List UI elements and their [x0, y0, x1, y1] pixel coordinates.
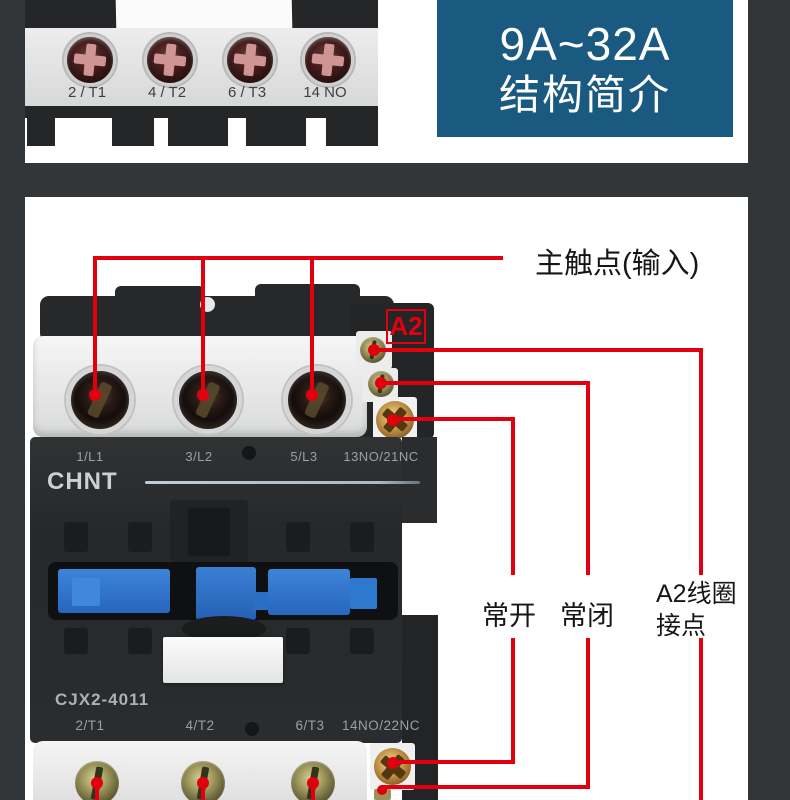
label-normally-open: 常开: [482, 601, 536, 631]
screw-4t2: [144, 34, 196, 86]
top-photo-tab: [112, 118, 154, 146]
annotation-dot: [197, 389, 209, 401]
body-slot: [128, 628, 152, 654]
screw-3l2: [174, 366, 242, 434]
actuator-blue-left-tab: [72, 578, 100, 606]
model-number: CJX2-4011: [55, 690, 150, 709]
body-slot: [128, 522, 152, 552]
top-photo-tab: [27, 118, 55, 146]
body-screw-top: [242, 446, 256, 460]
annotation-line-nc: [586, 381, 590, 575]
annotation-line-output: [201, 783, 205, 800]
annotation-line-main-contacts: [93, 256, 97, 395]
badge-title: 结构简介: [499, 71, 671, 118]
terminal-label: 4/T2: [185, 718, 215, 733]
terminal-label: 6/T3: [295, 718, 325, 733]
annotation-dot: [368, 344, 380, 356]
brand-underline: [145, 481, 420, 484]
actuator-blue-center: [196, 567, 256, 620]
body-center-slot: [188, 508, 230, 556]
annotation-line-output: [95, 783, 99, 800]
body-slot: [286, 628, 310, 654]
screw-14no: [302, 34, 354, 86]
label-a2-box: A2: [386, 309, 426, 344]
annotation-dot: [89, 389, 101, 401]
label-normally-closed: 常闭: [560, 601, 614, 631]
annotation-line-output: [311, 783, 315, 800]
screw-1l1: [66, 366, 134, 434]
top-photo-tab: [168, 118, 228, 146]
annotation-line-nc: [381, 785, 590, 789]
label-coil-line1: A2线圈: [656, 580, 737, 608]
terminal-label: 5/L3: [290, 449, 318, 464]
annotation-line-main-contacts: [310, 256, 314, 395]
terminal-label: 14 NO: [303, 84, 347, 101]
top-photo-tab: [326, 118, 378, 146]
label-main-contacts: 主触点(输入): [535, 248, 700, 280]
annotation-line-coil: [699, 348, 703, 575]
annotation-dot: [306, 389, 318, 401]
terminal-label: 1/L1: [76, 449, 104, 464]
badge-amp-range: 9A~32A: [499, 17, 671, 70]
terminal-label: 13NO/21NC: [343, 449, 419, 464]
screw-5l3: [283, 366, 351, 434]
header-badge: 9A~32A 结构简介: [437, 0, 733, 137]
annotation-dot: [197, 777, 209, 789]
contactor-top-hump: [255, 284, 360, 314]
screw-6t3: [224, 34, 276, 86]
annotation-line-no: [393, 417, 515, 421]
annotation-line-coil: [374, 348, 703, 352]
contactor-body-right-upper: [402, 437, 437, 523]
annotation-dot: [307, 777, 319, 789]
body-slot: [286, 522, 310, 552]
annotation-line-no: [396, 760, 515, 764]
body-slot: [350, 522, 374, 552]
annotation-line-no: [511, 638, 515, 764]
terminal-label: 4 / T2: [147, 84, 187, 101]
screw-2t1: [64, 34, 116, 86]
actuator-blue-right: [268, 569, 350, 615]
contactor-top-hump: [115, 286, 205, 310]
body-slot: [64, 522, 88, 552]
annotation-line-nc: [586, 638, 590, 789]
annotation-dot: [387, 414, 399, 426]
annotation-line-no: [511, 417, 515, 575]
terminal-label: 2 / T1: [67, 84, 107, 101]
nameplate: [163, 637, 283, 683]
body-slot: [64, 628, 88, 654]
annotation-line-coil: [699, 638, 703, 800]
terminal-label: 6 / T3: [227, 84, 267, 101]
terminal-label: 2/T1: [75, 718, 105, 733]
actuator-blue-right-tab: [350, 578, 377, 609]
top-photo-base: [25, 106, 378, 118]
body-screw-bottom: [245, 722, 259, 736]
annotation-dot: [91, 777, 103, 789]
annotation-dot: [375, 377, 387, 389]
annotation-dot: [377, 785, 387, 795]
body-slot: [350, 628, 374, 654]
annotation-dot: [387, 757, 399, 769]
top-photo-tab: [246, 118, 306, 146]
brand-logo: CHNT: [47, 468, 118, 495]
label-coil-line2: 接点: [656, 612, 707, 640]
annotation-line-nc: [381, 381, 590, 385]
terminal-label: 3/L2: [185, 449, 213, 464]
annotation-line-main-contacts: [93, 256, 503, 260]
terminal-label: 14NO/22NC: [341, 718, 421, 733]
annotation-line-main-contacts: [201, 256, 205, 395]
